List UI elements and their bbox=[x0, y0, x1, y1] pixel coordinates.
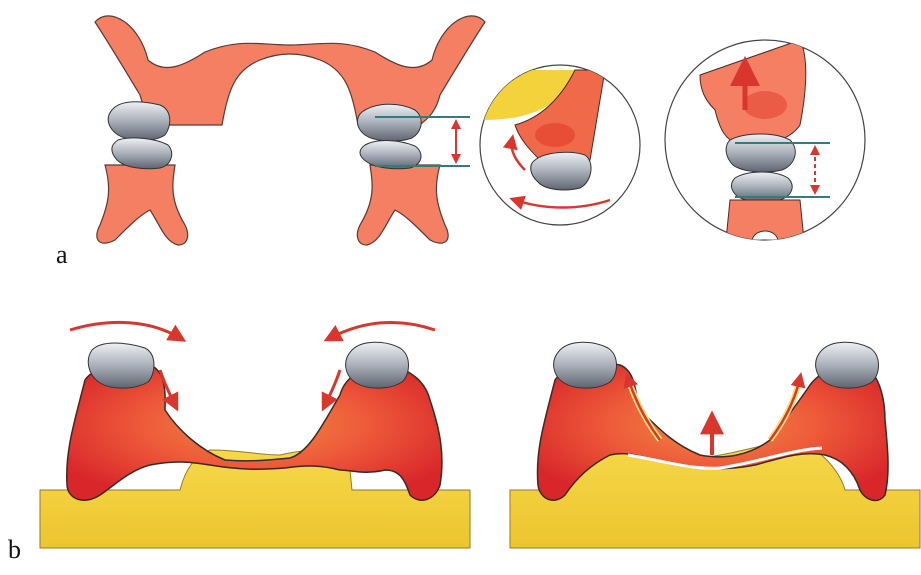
tooth-b-left-2 bbox=[346, 342, 409, 388]
panel-a bbox=[95, 16, 865, 250]
panel-b-right bbox=[510, 342, 920, 548]
panel-b bbox=[40, 322, 920, 548]
right-teeth bbox=[357, 104, 421, 169]
lower-right-denture bbox=[357, 165, 448, 245]
panel-b-left bbox=[40, 322, 470, 548]
panel-label-a: a bbox=[56, 240, 68, 270]
inset-circle-tilt bbox=[480, 65, 640, 225]
tooth-b-right-2 bbox=[816, 342, 879, 388]
lower-left-denture bbox=[97, 165, 188, 245]
inset-circle-lift bbox=[665, 40, 865, 250]
tooth-b-left-1 bbox=[88, 343, 154, 388]
tooth-b-right-1 bbox=[554, 342, 617, 388]
panel-label-b: b bbox=[8, 535, 21, 565]
left-teeth bbox=[108, 102, 172, 169]
